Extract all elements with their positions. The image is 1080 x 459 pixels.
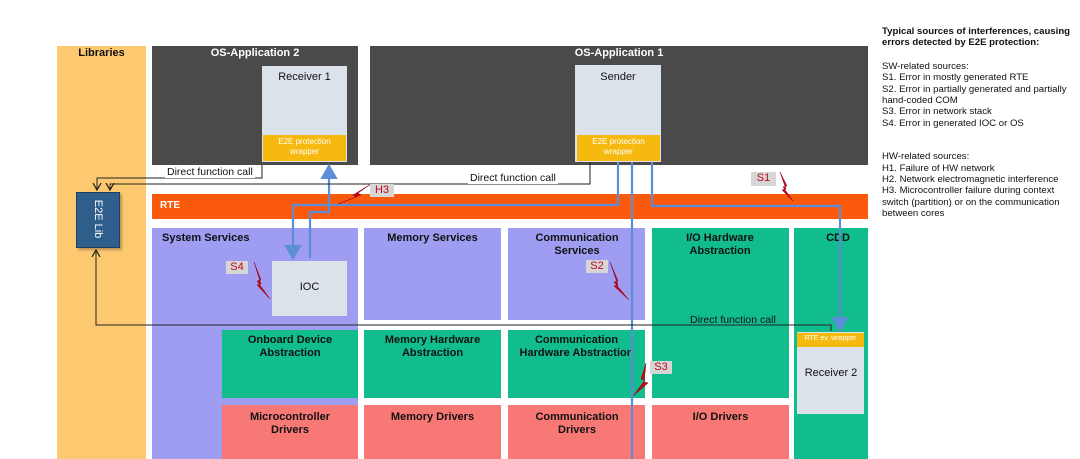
system-services-label: System Services [162,232,250,244]
communication-services-label: Communication Services [535,232,619,257]
sender-label: Sender [600,71,636,83]
lightning-s1-icon [779,171,794,202]
receiver-1-e2e-wrapper [263,135,346,161]
onboard-device-abstraction [222,330,358,398]
lightning-s2-icon [609,261,630,301]
fault-tag-s4: S4 [226,261,248,274]
receiver-2-label: Receiver 2 [804,367,858,379]
e2e-lib-box [76,192,120,248]
onboard-device-abstraction-label: Onboard Device Abstraction [247,334,333,359]
direct-call-lines [96,162,832,331]
direct-call-line-1 [97,165,263,190]
os-application-2-title: OS-Application 2 [210,47,300,59]
memory-drivers-label: Memory Drivers [390,411,475,423]
notes-hw-heading: HW-related sources: [882,151,970,163]
direct-call-label-1: Direct function call [165,166,255,178]
receiver-2-wrapper-label: RTE ev. wrapper [804,335,857,342]
notes-sw-item: S3. Error in network stack [882,106,992,118]
microcontroller-drivers [222,405,358,459]
direct-call-line-3 [96,250,832,331]
sender-e2e-wrapper [577,135,660,161]
communication-paths [284,162,849,459]
direct-call-label-2: Direct function call [468,172,558,184]
notes-sw-item: S1. Error in mostly generated RTE [882,72,1029,84]
fault-tag-s1: S1 [751,172,776,186]
memory-services-label: Memory Services [387,232,478,244]
direct-call-label-3: Direct function call [690,314,776,326]
notes-hw-item: H3. Microcontroller failure during conte… [882,185,1060,220]
fault-tag-s2: S2 [586,260,608,273]
notes-hw-item: H1. Failure of HW network [882,162,995,174]
communication-hardware-abstraction [508,330,645,398]
notes-sw-heading: SW-related sources: [882,60,969,72]
receiver-1-label: Receiver 1 [278,71,331,83]
communication-drivers [508,405,645,459]
fault-tag-h3: H3 [370,184,394,197]
interference-notes: Typical sources of interferences, causin… [882,26,1072,220]
path-sender-to-receiver-2 [650,162,849,333]
receiver-1-wrapper-label: E2E protection wrapper [278,137,331,156]
rte-label: RTE [160,200,180,211]
memory-hardware-abstraction [364,330,501,398]
memory-services [364,228,501,320]
notes-sw-item: S4. Error in generated IOC or OS [882,117,1024,129]
io-drivers [652,405,789,459]
cdd-label: CDD [826,232,850,244]
fault-markers [253,171,794,397]
path-ioc-to-receiver-1 [308,163,338,258]
libraries-label: Libraries [78,47,125,59]
fault-tag-s3: S3 [650,361,672,374]
notes-title: Typical sources of interferences, causin… [882,26,1071,49]
lightning-s3-icon [632,362,649,397]
communication-services [508,228,645,320]
libraries-column [57,46,146,459]
notes-sw-item: S2. Error in partially generated and par… [882,83,1067,107]
receiver-2-rte-wrapper [797,333,864,347]
lightning-s4-icon [253,261,271,300]
sender-wrapper-label: E2E protection wrapper [592,137,645,156]
communication-drivers-label: Communication Drivers [535,411,619,436]
memory-drivers [364,405,501,459]
ioc-label: IOC [299,281,320,293]
os-application-1-title: OS-Application 1 [574,47,664,59]
io-hardware-abstraction-label: I/O Hardware Abstraction [686,232,754,257]
microcontroller-drivers-label: Microcontroller Drivers [249,411,331,436]
memory-hardware-abstraction-label: Memory Hardware Abstraction [384,334,481,359]
io-drivers-label: I/O Drivers [692,411,749,423]
io-hardware-abstraction [652,228,789,398]
direct-call-line-2 [110,162,591,190]
lightning-h3-icon [337,183,372,205]
notes-hw-item: H2. Network electromagnetic interference [882,174,1059,186]
communication-hardware-abstraction-label: Communication Hardware Abstraction [519,334,634,359]
path-sender-to-ioc [284,162,620,261]
ioc-box [272,261,347,316]
